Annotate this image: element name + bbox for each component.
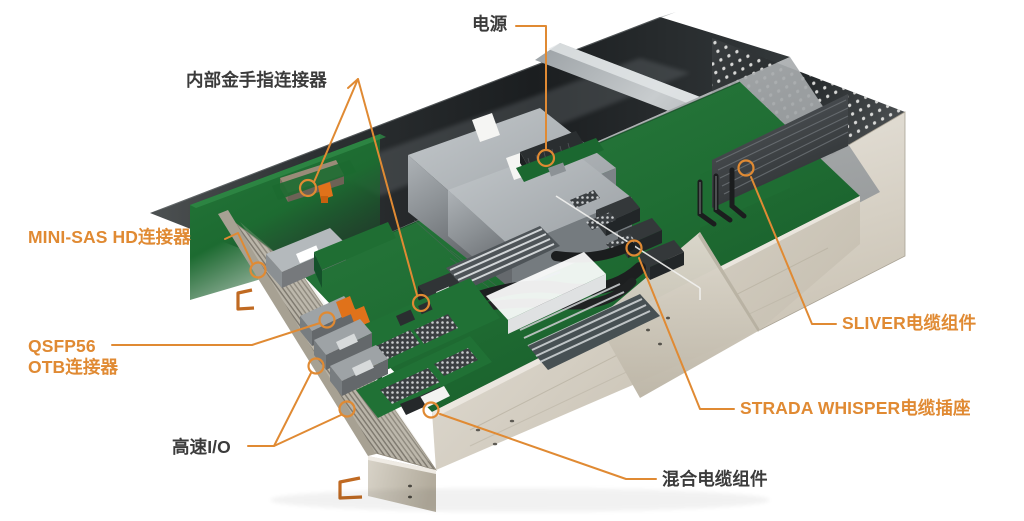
rear-right-board-heatsink <box>697 94 849 228</box>
callout-label-strada-whisper-cable-receptacle: STRADA WHISPER电缆插座 <box>740 398 971 418</box>
chassis-back-wall <box>150 12 790 272</box>
front-io-connector-stack <box>266 222 492 418</box>
vent-panel <box>712 38 905 182</box>
chassis-floor <box>300 57 880 420</box>
callout-label-power: 电源 <box>472 14 508 34</box>
ground-shadow <box>270 488 770 512</box>
mezzanine-card <box>352 278 500 386</box>
callout-label-internal-gold-finger-connector: 内部金手指连接器 <box>186 70 327 90</box>
chassis-right-side-panel <box>699 111 906 331</box>
hybrid-cable-exit <box>400 386 450 415</box>
motherboard-pcb <box>190 81 860 412</box>
internal-gold-finger-connector-part <box>272 160 356 203</box>
power-connector-part <box>516 131 604 182</box>
qsfp56-label-line2: OTB连接器 <box>28 357 119 378</box>
chassis-right-front-wedge <box>596 232 760 398</box>
callout-label-high-speed-io: 高速I/O <box>172 437 231 457</box>
leader-power <box>515 25 556 168</box>
hybrid-black-cable <box>418 241 646 317</box>
chassis-front-bottom-panel <box>432 196 860 470</box>
dimm-module-bank <box>446 226 660 370</box>
chassis-rear-top-rail <box>535 43 905 192</box>
leader-strada-whisper-cable-receptacle <box>625 239 735 410</box>
callout-label-hybrid-cable-assembly: 混合电缆组件 <box>662 469 768 489</box>
callout-label-mini-sas-hd-connector: MINI-SAS HD连接器 <box>28 227 191 247</box>
callout-label-qsfp56-otb-connector: QSFP56 OTB连接器 <box>28 336 118 379</box>
leader-qsfp56-otb-connector <box>111 311 336 346</box>
callout-label-sliver-cable-assembly: SLIVER电缆组件 <box>842 313 977 333</box>
strada-whisper-receptacles <box>555 190 701 300</box>
leader-internal-gold-finger-connector <box>298 78 431 313</box>
psu-modules <box>408 108 632 306</box>
leader-hybrid-cable-assembly <box>422 401 657 480</box>
leader-sliver-cable-assembly <box>737 159 837 325</box>
leader-high-speed-io <box>247 357 356 447</box>
chassis-front-left-face <box>236 288 436 512</box>
chassis-left-rail <box>218 210 437 471</box>
qsfp56-label-line1: QSFP56 <box>28 336 96 356</box>
leader-mini-sas-hd-connector <box>224 232 267 279</box>
